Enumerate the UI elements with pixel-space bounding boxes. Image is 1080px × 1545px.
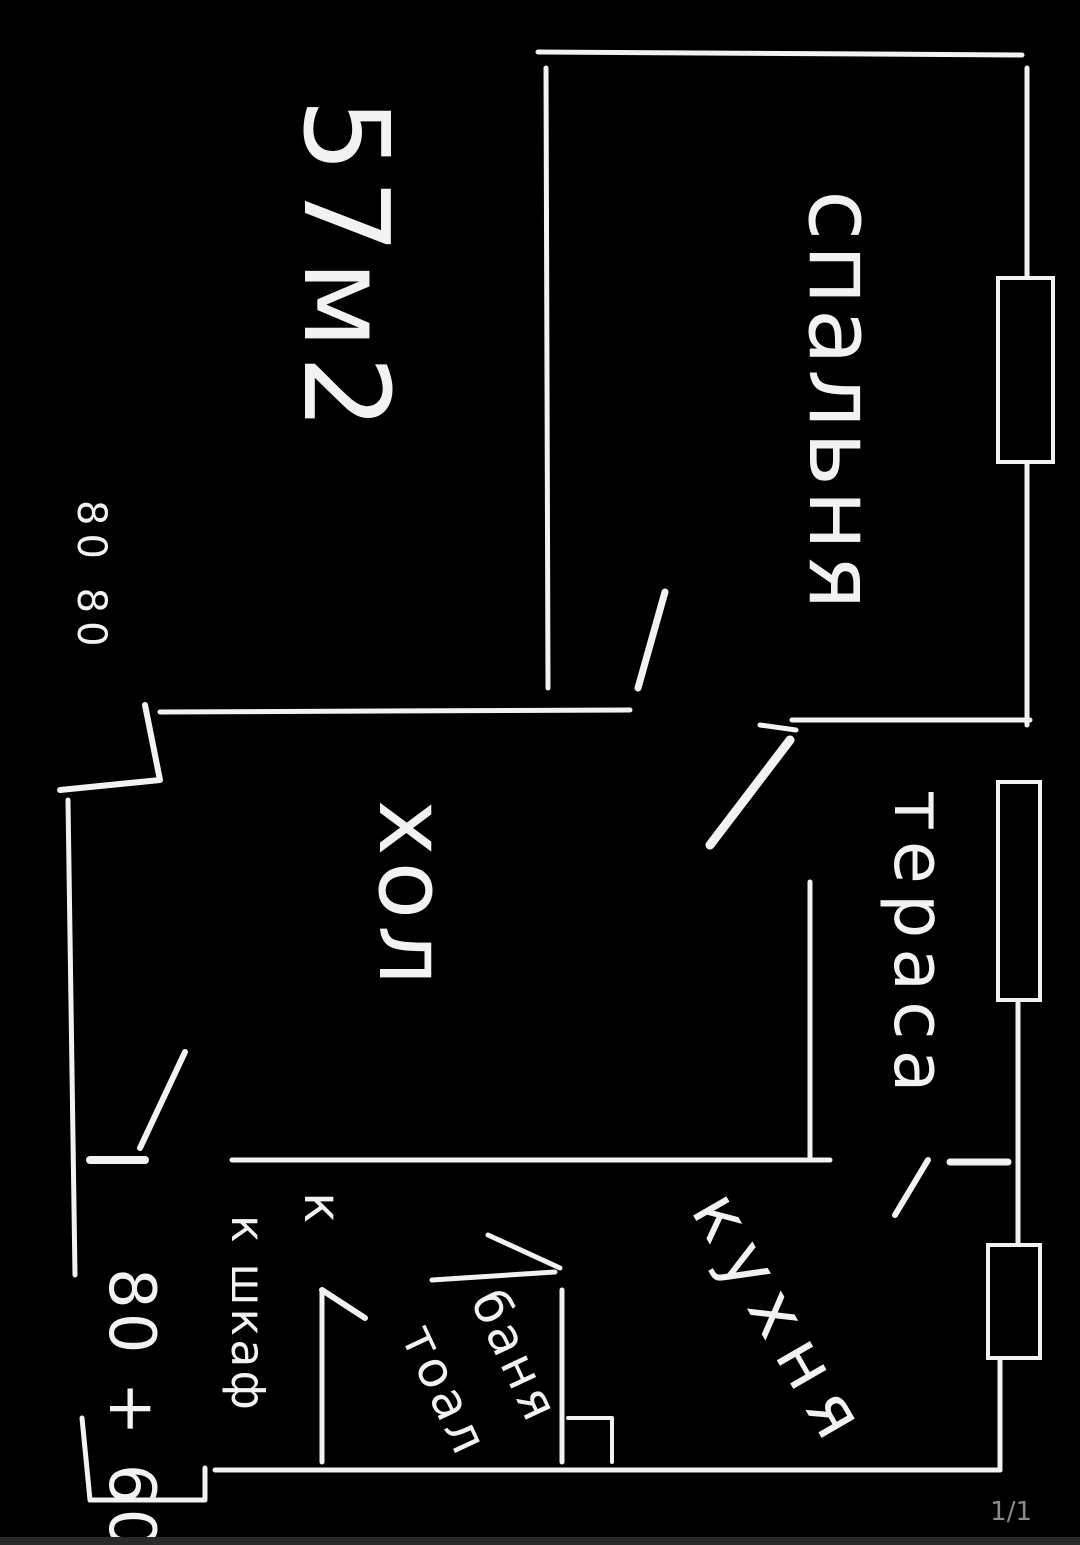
label-closet-sub: 80 80 <box>68 500 114 655</box>
door-bath <box>485 1232 563 1271</box>
door-terrace-hinge <box>757 722 799 733</box>
label-wardrobe: к шкаф <box>221 1215 275 1413</box>
door-bedroom <box>634 588 669 692</box>
wall-top <box>535 49 1025 58</box>
doors <box>57 588 1012 1503</box>
wall-bath-top <box>429 1269 558 1283</box>
windows <box>986 276 1055 1360</box>
label-kitchen: кухня <box>675 1178 888 1464</box>
wall-bedroom-left <box>543 65 551 691</box>
label-hall: хол <box>357 800 466 991</box>
label-terrace: тераса <box>878 790 960 1103</box>
label-closet-dims: 80 + 60 <box>94 1268 168 1545</box>
wall-left <box>65 797 78 1278</box>
door-kitchen <box>892 1157 931 1218</box>
wall-bath-corner <box>566 1416 614 1464</box>
label-area: 57м2 <box>277 98 415 436</box>
page-counter: 1/1 <box>990 1497 1032 1527</box>
door-entrance <box>137 1049 188 1151</box>
room-labels: спальня 57м2 хол тераса кухня баня тоал … <box>68 98 960 1545</box>
wall-bedroom-bottom <box>157 707 633 715</box>
window-kitchen <box>986 1243 1042 1360</box>
closet-corner <box>79 1415 208 1503</box>
window-bedroom <box>996 276 1055 464</box>
window-terrace <box>996 780 1042 1002</box>
door-closet-upper <box>57 702 163 793</box>
walls <box>65 49 1033 1473</box>
label-bedroom: спальня <box>788 190 895 614</box>
label-closet: к <box>292 1192 352 1223</box>
door-closet <box>319 1287 368 1321</box>
door-terrace <box>705 735 795 850</box>
viewer-bottom-bar <box>0 1537 1080 1545</box>
